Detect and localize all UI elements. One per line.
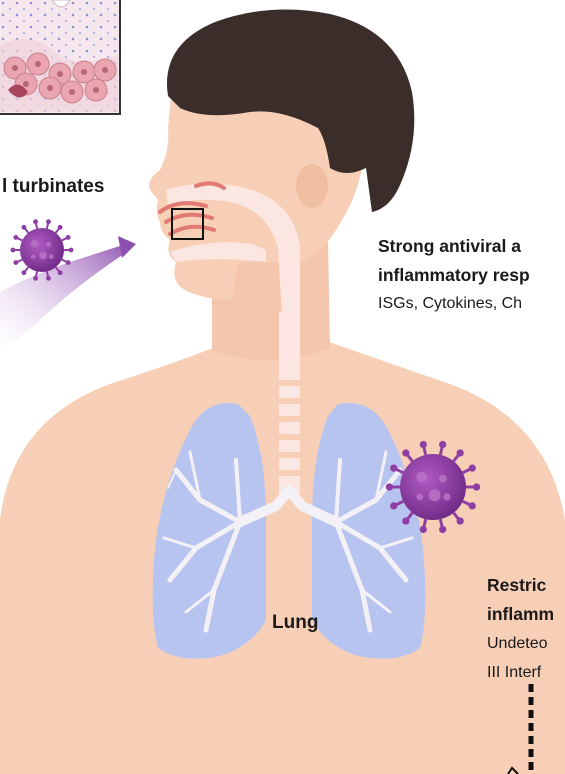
lung-label: Lung — [272, 612, 318, 634]
tissue-inset — [0, 0, 120, 114]
upper-response-heading-1: Strong antiviral a — [378, 236, 521, 257]
lower-response-detail-1: Undeteo — [487, 635, 548, 653]
lower-response-detail-2: III Interf — [487, 664, 541, 682]
upper-response-detail: ISGs, Cytokines, Ch — [378, 295, 522, 313]
trachea — [279, 312, 300, 494]
upper-response-heading-2: inflammatory resp — [378, 265, 530, 286]
lower-response-heading-1: Restric — [487, 575, 546, 596]
lower-response-heading-2: inflamm — [487, 604, 554, 625]
nasal-turbinates-label: l turbinates — [2, 176, 104, 198]
